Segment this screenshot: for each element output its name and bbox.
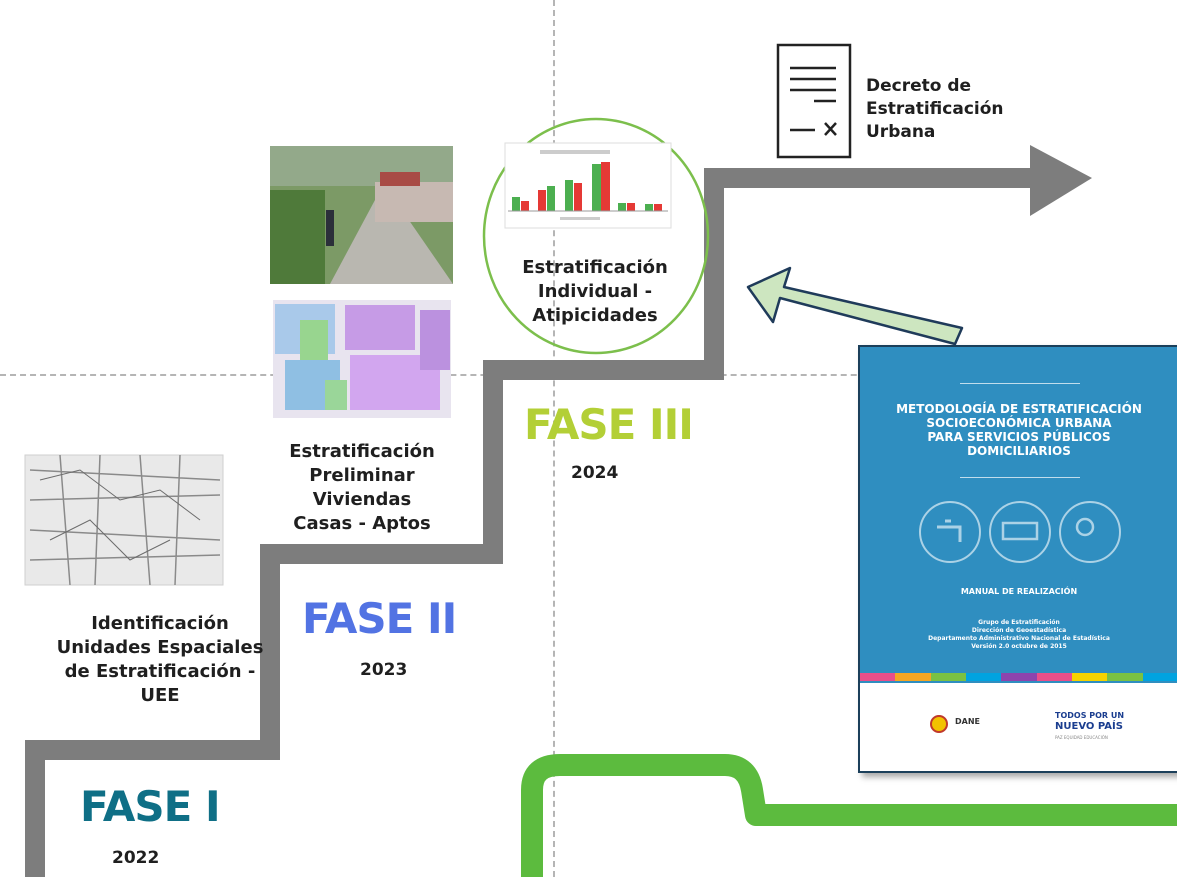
slogan-bottom: NUEVO PAÍS <box>1055 721 1123 732</box>
manual-cover-image: METODOLOGÍA DE ESTRATIFICACIÓN SOCIOECON… <box>858 345 1177 773</box>
green-band <box>521 754 1177 877</box>
step-label-individual: Estratificación Individual - Atipicidade… <box>522 257 668 326</box>
vertical-guide-line <box>553 0 555 877</box>
phase-3-title: FASE III <box>524 400 694 449</box>
cover-subtitle: MANUAL DE REALIZACIÓN <box>960 587 1078 596</box>
water-tap-icon <box>919 501 981 563</box>
cover-credits: Grupo de Estratificación Dirección de Ge… <box>928 619 1110 650</box>
staircase-arrowhead <box>1030 145 1092 216</box>
cover-service-icons <box>919 501 1121 563</box>
step-label-decreto: Decreto de Estratificación Urbana <box>866 76 1004 142</box>
bar-chart-thumbnail <box>504 142 672 229</box>
document-icon <box>776 43 852 159</box>
uee-map-image <box>24 454 224 586</box>
phase-2-year: 2023 <box>360 660 408 680</box>
slogan-top: TODOS POR UN <box>1055 711 1125 720</box>
cover-title: METODOLOGÍA DE ESTRATIFICACIÓN SOCIOECON… <box>896 402 1142 458</box>
step-label-uee: Identificación Unidades Espaciales de Es… <box>56 613 264 706</box>
cover-color-stripes <box>860 673 1177 681</box>
highlight-circle <box>482 117 710 355</box>
phase-1-year: 2022 <box>112 848 160 868</box>
colombia-seal-logo <box>930 715 948 733</box>
phase-1-title: FASE I <box>80 782 221 831</box>
street-photo <box>270 146 453 284</box>
dane-logo: DANE <box>955 717 980 726</box>
phase-2-title: FASE II <box>302 594 457 643</box>
lightbulb-gas-icon <box>1059 501 1121 563</box>
preliminary-map-image <box>273 300 451 418</box>
cover-rule-top <box>960 383 1080 384</box>
staircase-path <box>25 168 1040 877</box>
slogan-tag: PAZ EQUIDAD EDUCACIÓN <box>1055 735 1108 740</box>
garbage-truck-icon <box>989 501 1051 563</box>
pointer-arrow <box>746 266 964 346</box>
phase-3-year: 2024 <box>571 463 619 483</box>
cover-logo-band: DANE TODOS POR UN NUEVO PAÍS PAZ EQUIDAD… <box>860 683 1177 771</box>
step-label-preliminar: Estratificación Preliminar Viviendas Cas… <box>289 441 435 534</box>
cover-rule-bottom <box>960 477 1080 478</box>
